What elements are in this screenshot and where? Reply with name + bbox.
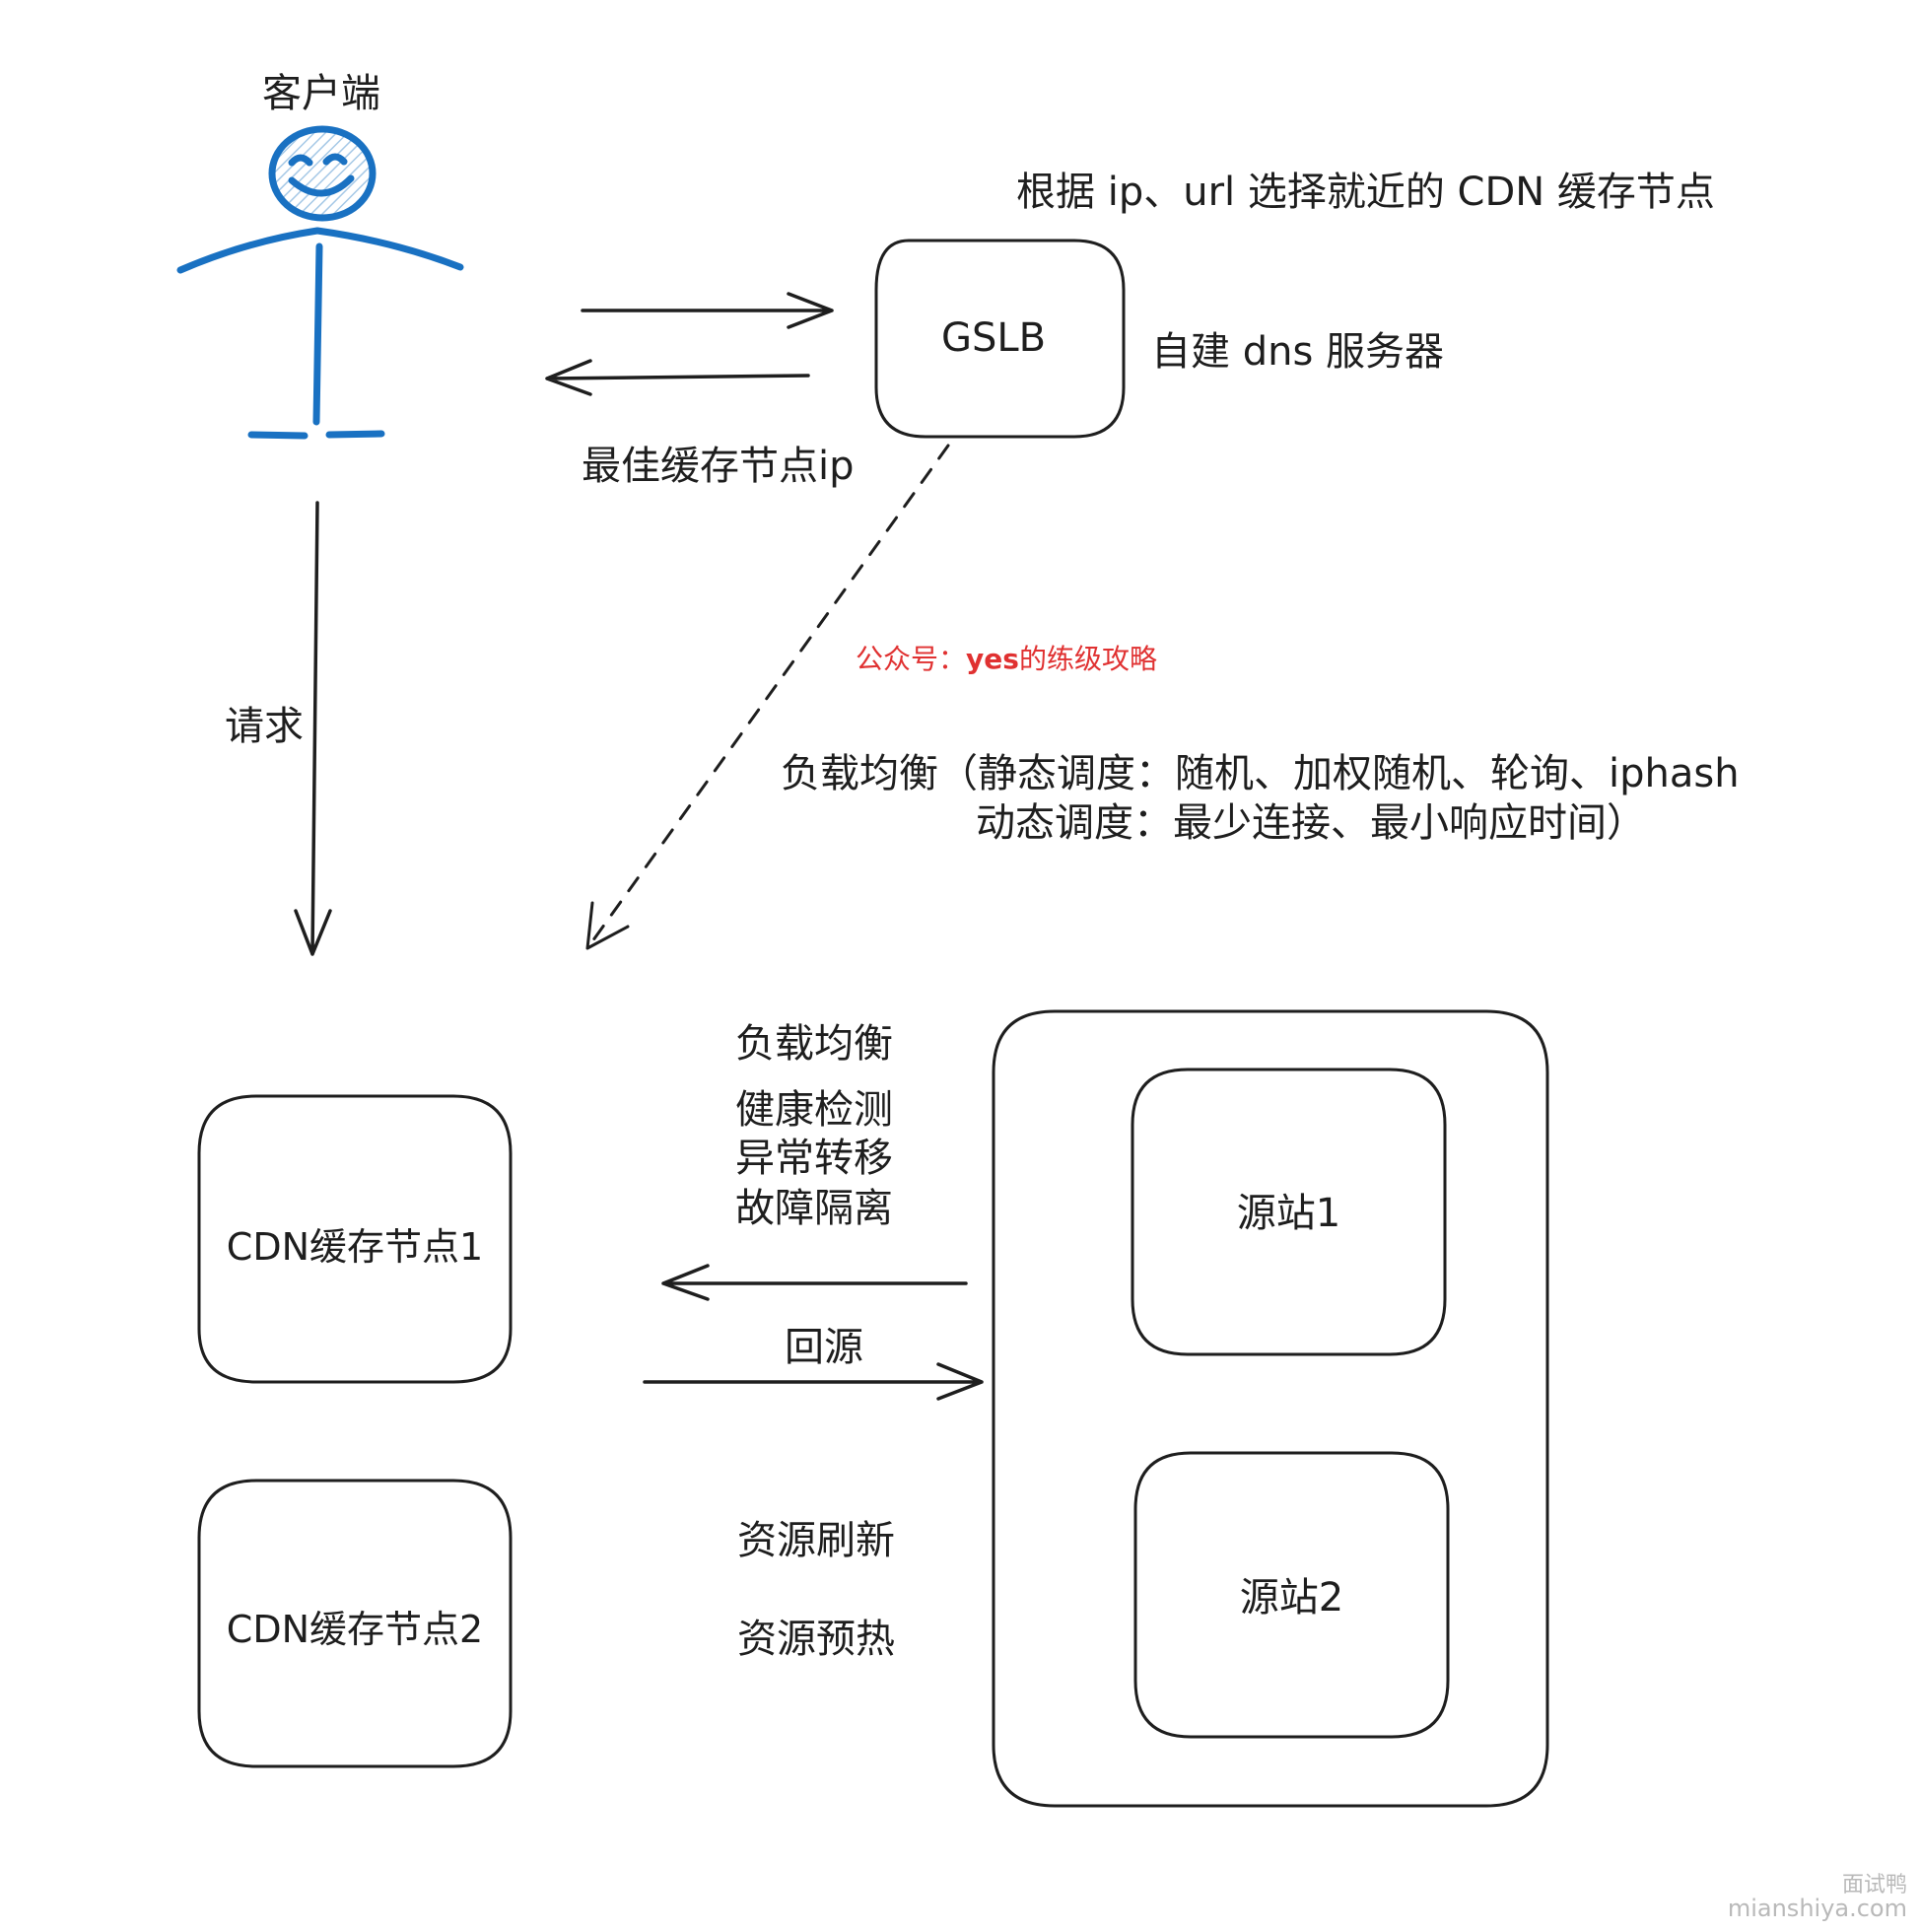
- client-left-leg: [247, 431, 309, 440]
- origin-1-label: 源站1: [1236, 1191, 1341, 1236]
- origin-2-label: 源站2: [1239, 1575, 1344, 1621]
- client-right-eye: [322, 153, 348, 166]
- feature-health-check: 健康检测: [735, 1087, 893, 1133]
- wechat-highlight: yes: [966, 643, 1019, 675]
- client-figure: [176, 125, 464, 440]
- client-arms: [176, 227, 464, 274]
- gslb-desc: 自建 dns 服务器: [1151, 329, 1445, 375]
- feature-fault-isolation: 故障隔离: [735, 1186, 893, 1231]
- cdn-node-2-label: CDN缓存节点2: [226, 1608, 484, 1651]
- site-mark-url: mianshiya.com: [1727, 1895, 1907, 1922]
- back-to-origin-label: 回源: [785, 1325, 863, 1370]
- feature-resource-preheat: 资源预热: [737, 1617, 895, 1662]
- cdn-node-2-box: [197, 1479, 513, 1768]
- load-balance-line-2: 动态调度：最少连接、最小响应时间）: [976, 800, 1646, 846]
- client-right-leg: [325, 430, 385, 439]
- site-mark-name: 面试鸭: [1841, 1873, 1907, 1898]
- reply-arrow: [545, 359, 810, 396]
- origin-cluster-box: [992, 1009, 1549, 1808]
- wechat-watermark: 公众号：yes的练级攻略: [856, 638, 1157, 677]
- cdn-node-1-label: CDN缓存节点1: [226, 1225, 484, 1269]
- gslb-box: [874, 239, 1126, 439]
- best-node-ip-label: 最佳缓存节点ip: [582, 444, 855, 489]
- wechat-prefix: 公众号：: [856, 643, 967, 675]
- query-arrow: [581, 292, 834, 329]
- request-label: 请求: [225, 704, 304, 749]
- dispatch-arrow: [585, 444, 950, 950]
- cdn-to-origin-arrow: [643, 1362, 984, 1401]
- feature-load-balance: 负载均衡: [735, 1021, 893, 1067]
- feature-failover: 异常转移: [735, 1136, 893, 1181]
- feature-resource-refresh: 资源刷新: [737, 1518, 895, 1563]
- client-body: [312, 242, 323, 426]
- gslb-label: GSLB: [941, 315, 1047, 361]
- client-gslb-arrows: [545, 292, 834, 396]
- top-note: 根据 ip、url 选择就近的 CDN 缓存节点: [1016, 170, 1715, 215]
- cdn-node-1-box: [197, 1094, 513, 1384]
- origin-to-cdn-arrow: [661, 1264, 968, 1301]
- wechat-suffix: 的练级攻略: [1018, 643, 1157, 675]
- origin-arrows: [643, 1264, 984, 1401]
- client-smile: [288, 174, 355, 197]
- client-head: [268, 125, 377, 222]
- client-label: 客户端: [262, 71, 380, 116]
- request-arrow: [294, 501, 332, 956]
- origin-2-box: [1133, 1451, 1450, 1739]
- load-balance-line-1: 负载均衡（静态调度：随机、加权随机、轮询、iphash: [781, 751, 1740, 796]
- client-left-eye: [288, 154, 313, 167]
- origin-1-box: [1131, 1068, 1447, 1356]
